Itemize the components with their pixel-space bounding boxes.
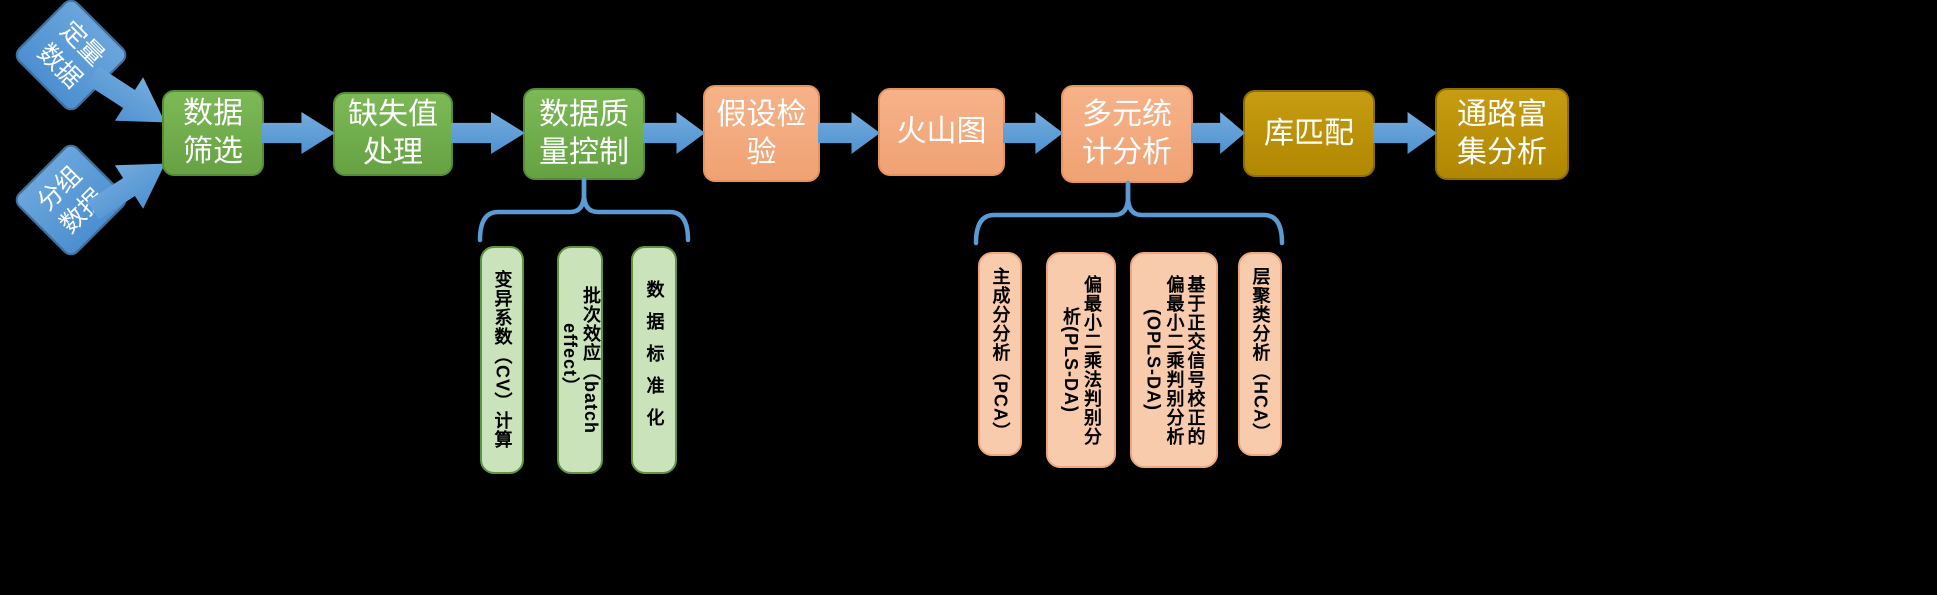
qc-method-batch-effect-label: 批次效应（batch effect） <box>560 285 601 434</box>
qc-method-cv-label: 变异系数（CV）计算 <box>492 270 513 450</box>
mva-method-hca-label: 层聚类分析（HCA） <box>1250 266 1271 442</box>
flow-node-pathway-enrichment: 通路富 集分析 <box>1435 88 1569 180</box>
flow-node-volcano-plot: 火山图 <box>878 88 1005 176</box>
mva-method-pls-da: 偏最小二乘法判别分 析(PLS-DA) <box>1046 252 1116 468</box>
qc-method-batch-effect: 批次效应（batch effect） <box>557 246 603 474</box>
qc-method-normalization-label: 数据标准化 <box>644 280 665 440</box>
mva-method-opls-da-label: 基于正交信号校正的 偏最小二乘判别分析 (OPLS-DA) <box>1143 274 1206 446</box>
flow-node-library-matching: 库匹配 <box>1243 90 1375 177</box>
mva-method-pca-label: 主成分分析（PCA） <box>990 266 1011 441</box>
qc-method-normalization: 数据标准化 <box>631 246 677 474</box>
flow-node-hypothesis-testing: 假设检 验 <box>703 85 820 182</box>
flow-arrow-icon <box>262 112 335 154</box>
qc-method-cv-calculation: 变异系数（CV）计算 <box>480 246 524 474</box>
flow-node-multivariate-analysis: 多元统 计分析 <box>1061 85 1193 183</box>
flow-arrow-icon <box>1003 112 1063 154</box>
mva-method-opls-da: 基于正交信号校正的 偏最小二乘判别分析 (OPLS-DA) <box>1130 252 1218 468</box>
flow-arrow-icon <box>451 112 525 154</box>
flow-node-data-quality-control: 数据质 量控制 <box>523 88 645 180</box>
flow-arrow-icon <box>643 112 705 154</box>
brace-connector-mva <box>973 180 1285 246</box>
flow-arrow-icon <box>1191 112 1245 154</box>
flow-node-data-screening: 数据 筛选 <box>162 90 264 176</box>
mva-method-hca: 层聚类分析（HCA） <box>1238 252 1282 456</box>
brace-connector-qc <box>477 177 691 243</box>
flow-arrow-icon <box>1373 112 1437 154</box>
flow-arrow-icon <box>818 112 880 154</box>
mva-method-pls-da-label: 偏最小二乘法判别分 析(PLS-DA) <box>1061 274 1102 446</box>
flow-node-missing-value-handling: 缺失值 处理 <box>333 92 453 176</box>
mva-method-pca: 主成分分析（PCA） <box>978 252 1022 456</box>
